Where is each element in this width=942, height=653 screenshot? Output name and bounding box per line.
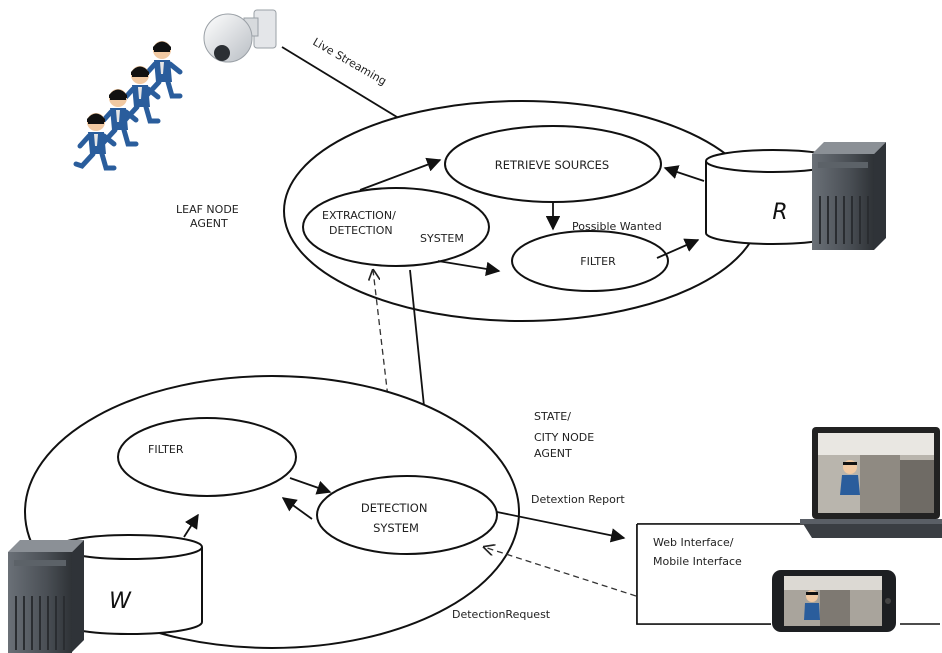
filter-to-db-r-arrow <box>656 238 700 259</box>
state-city-node-agent-label: STATE/ CITY NODE AGENT <box>534 410 598 460</box>
extraction-to-retrieve-arrow <box>359 157 442 191</box>
detection-to-filter-arrow <box>281 497 313 520</box>
possible-wanted-label: Possible Wanted <box>572 220 662 233</box>
filter-top-node <box>511 230 669 292</box>
live-streaming-label: Live Streaming <box>311 35 389 88</box>
db-r-to-retrieve-arrow <box>663 165 705 182</box>
detection-system-label: DETECTION SYSTEM <box>361 501 431 535</box>
database-r-label: R <box>772 200 787 225</box>
extraction-detection-label: EXTRACTION/ DETECTION <box>322 209 399 237</box>
security-camera-icon <box>203 9 277 63</box>
detection-request-dashed-arrow <box>484 547 637 597</box>
extraction-to-filter-arrow <box>437 260 501 277</box>
detection-request-label: DetectionRequest <box>452 608 551 621</box>
retrieve-sources-label: RETRIEVE SOURCES <box>495 158 610 172</box>
detection-report-arrow <box>496 511 626 543</box>
filter-bottom-node <box>117 417 297 497</box>
server-tower-icon <box>8 540 84 653</box>
database-w: W <box>57 534 203 635</box>
masked-thieves-icon <box>76 41 180 168</box>
database-r: R <box>705 149 841 245</box>
extraction-detection-node <box>302 187 490 267</box>
detection-report-label: Detextion Report <box>531 493 625 506</box>
filter-bottom-label: FILTER <box>148 443 184 456</box>
filter-to-detection-arrow <box>289 477 332 495</box>
laptop-icon <box>800 427 942 538</box>
db-w-to-filter-arrow <box>183 513 199 538</box>
filter-top-label: FILTER <box>580 255 616 268</box>
detection-system-node <box>316 475 498 555</box>
leaf-node-agent-label: LEAF NODE AGENT <box>176 203 242 230</box>
smartphone-icon <box>772 570 896 632</box>
database-w-label: W <box>109 589 132 614</box>
extraction-system-label: SYSTEM <box>420 232 464 245</box>
web-mobile-interface-label: Web Interface/ Mobile Interface <box>653 536 742 568</box>
server-tower-icon <box>812 142 886 250</box>
